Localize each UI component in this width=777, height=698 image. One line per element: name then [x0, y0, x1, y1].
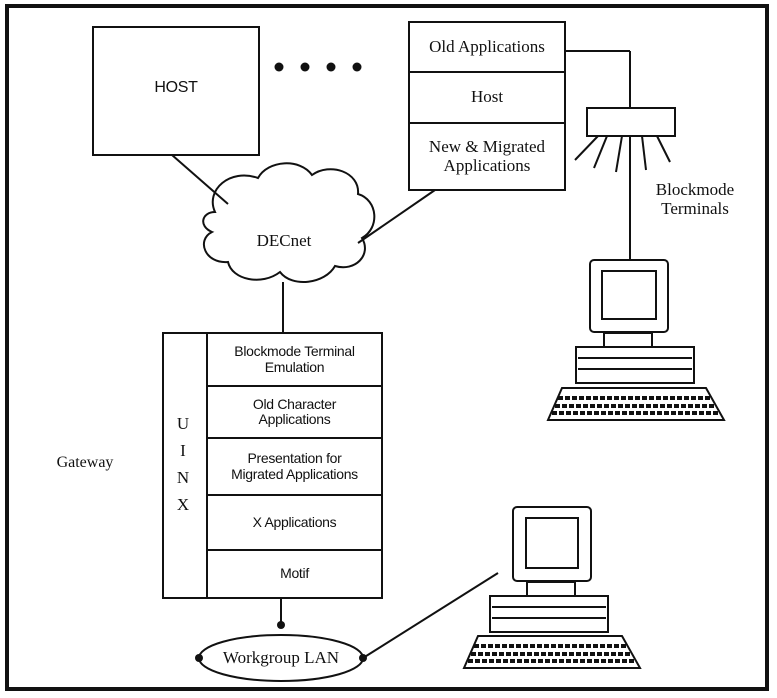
- unix-vertical-label: U I N X: [163, 410, 203, 518]
- host-layer-label: Host: [470, 87, 504, 107]
- gateway-layer-old-character-apps: Old Character Applications: [252, 395, 337, 427]
- lan-tap-left: [195, 654, 203, 662]
- lan-tap-right: [359, 654, 367, 662]
- blockmode-terminals-label: Blockmode Terminals: [655, 180, 735, 218]
- gateway-layer-presentation: Presentation for Migrated Applications: [231, 450, 358, 482]
- decnet-cloud: [202, 162, 376, 284]
- connectors: [171, 50, 631, 659]
- new-migrated-applications-label: New & Migrated Applications: [428, 136, 546, 175]
- old-applications-label: Old Applications: [429, 36, 545, 56]
- unix-letter: X: [176, 495, 190, 514]
- gateway-layer-motif: Motif: [280, 565, 309, 582]
- diagram-frame: [5, 4, 769, 691]
- host-label: HOST: [154, 79, 198, 97]
- unix-letter: I: [180, 441, 186, 460]
- right-host-stack-frame: [408, 21, 566, 191]
- terminal-controller: [586, 107, 676, 137]
- gateway-label: Gateway: [56, 454, 114, 472]
- gateway-layer-x-applications: X Applications: [252, 513, 337, 530]
- host-box: [92, 26, 260, 156]
- gateway-layer-blockmode-emulation: Blockmode Terminal Emulation: [234, 343, 355, 375]
- lan-workstation-icon: [462, 506, 642, 669]
- controller-wires: [574, 135, 671, 173]
- unix-letter: U: [176, 414, 190, 433]
- blockmode-terminal-icon: [546, 259, 726, 421]
- workgroup-lan-label: Workgroup LAN: [222, 647, 340, 667]
- gateway-stack-frame: [162, 332, 383, 599]
- decnet-label: DECnet: [256, 230, 312, 250]
- lan-tap-top: [277, 621, 285, 629]
- ellipsis-dots: [274, 62, 362, 72]
- unix-letter: N: [176, 468, 190, 487]
